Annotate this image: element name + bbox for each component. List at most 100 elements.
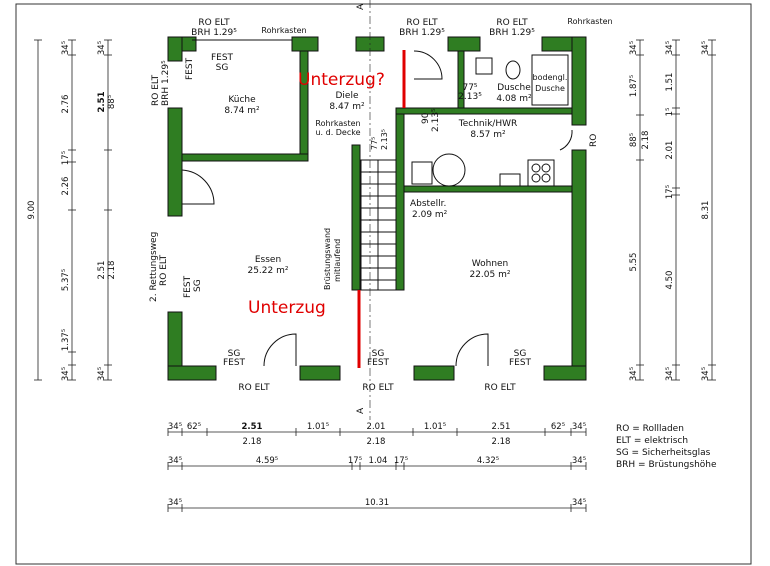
svg-text:34⁵: 34⁵ xyxy=(97,367,107,381)
section-mark-top: A xyxy=(356,3,366,10)
window-bot1-sg: SG xyxy=(228,349,241,359)
svg-text:62⁵: 62⁵ xyxy=(551,422,565,432)
svg-text:34⁵: 34⁵ xyxy=(572,422,586,432)
svg-text:2.01: 2.01 xyxy=(367,422,386,432)
dim-77-top: 77⁵ xyxy=(462,83,477,93)
svg-text:34⁵: 34⁵ xyxy=(572,498,586,508)
dim-left-col2: 34⁵ 2.76 17⁵ 2.26 5.37⁵ 1.37⁵ 34⁵ xyxy=(61,41,71,381)
room-wohnen-area: 22.05 m² xyxy=(469,270,510,280)
svg-text:1.87⁵: 1.87⁵ xyxy=(629,75,639,97)
svg-text:34⁵: 34⁵ xyxy=(61,367,71,381)
svg-text:34⁵: 34⁵ xyxy=(168,422,182,432)
window-bot3-type: RO ELT xyxy=(484,383,516,393)
svg-text:1⁵: 1⁵ xyxy=(665,108,675,117)
legend-item: RO = Rollladen xyxy=(616,424,684,434)
svg-text:2.51: 2.51 xyxy=(97,91,107,112)
svg-text:2.51: 2.51 xyxy=(242,422,263,432)
unterzug-label: Unterzug xyxy=(248,298,326,318)
dim-bottom-row3: 34⁵ 10.31 34⁵ xyxy=(168,498,586,508)
rettungsweg-label: 2. Rettungsweg xyxy=(149,232,159,302)
mitlaufend-label: mitlaufend xyxy=(333,239,342,282)
window-bot3-sg: SG xyxy=(514,349,527,359)
legend-item: ELT = elektrisch xyxy=(616,436,688,446)
room-technik-area: 8.57 m² xyxy=(470,130,506,140)
svg-text:4.50: 4.50 xyxy=(665,271,675,290)
window-top2-brh: BRH 1.29⁵ xyxy=(399,28,445,38)
window-bot2-sg: SG xyxy=(372,349,385,359)
bruestungswand-label: Brüstungswand xyxy=(323,228,332,290)
svg-text:34⁵: 34⁵ xyxy=(701,367,711,381)
window-top3-brh: BRH 1.29⁵ xyxy=(489,28,535,38)
rohrkasten-right-label: Rohrkasten xyxy=(567,17,612,26)
window-fest3-label: FEST xyxy=(183,275,193,298)
window-top2-type: RO ELT xyxy=(406,18,438,28)
walls xyxy=(167,36,587,381)
window-left2-type: RO ELT xyxy=(159,254,169,286)
room-abstellr-name: Abstellr. xyxy=(410,199,446,209)
window-top1-type: RO ELT xyxy=(198,18,230,28)
legend-item: BRH = Brüstungshöhe xyxy=(616,460,717,470)
window-bot1-type: RO ELT xyxy=(238,383,270,393)
svg-text:62⁵: 62⁵ xyxy=(187,422,201,432)
svg-text:2.76: 2.76 xyxy=(61,95,71,114)
svg-text:5.37⁵: 5.37⁵ xyxy=(61,269,71,291)
dim-right-col3: 34⁵ 8.31 34⁵ xyxy=(701,41,711,381)
svg-text:34⁵: 34⁵ xyxy=(701,41,711,55)
svg-text:34⁵: 34⁵ xyxy=(629,41,639,55)
svg-text:10.31: 10.31 xyxy=(365,498,389,508)
room-essen-area: 25.22 m² xyxy=(247,266,288,276)
svg-text:34⁵: 34⁵ xyxy=(168,498,182,508)
svg-text:2.01: 2.01 xyxy=(665,141,675,160)
room-essen-name: Essen xyxy=(255,255,281,265)
dim-bottom-row2: 34⁵ 4.59⁵ 17⁵ 1.04 17⁵ 4.32⁵ 34⁵ xyxy=(168,456,586,466)
svg-text:88⁵: 88⁵ xyxy=(629,133,639,147)
room-dusche-name: Dusche xyxy=(497,83,531,93)
svg-text:8.31: 8.31 xyxy=(701,201,711,220)
svg-text:34⁵: 34⁵ xyxy=(168,456,182,466)
svg-text:34⁵: 34⁵ xyxy=(665,41,675,55)
rohrkasten-mid-label2: u. d. Decke xyxy=(315,128,360,137)
window-fest1-sg: SG xyxy=(216,63,229,73)
svg-text:5.55: 5.55 xyxy=(629,253,639,272)
svg-text:34⁵: 34⁵ xyxy=(61,41,71,55)
window-bot2-type: RO ELT xyxy=(362,383,394,393)
svg-text:88⁵: 88⁵ xyxy=(107,95,117,109)
svg-text:2.26: 2.26 xyxy=(61,177,71,196)
window-bot3-fest: FEST xyxy=(509,358,532,368)
ro-right-label: RO xyxy=(589,134,599,147)
svg-text:4.32⁵: 4.32⁵ xyxy=(477,456,499,466)
svg-text:17⁵: 17⁵ xyxy=(665,185,675,199)
dim-right-col2: 34⁵ 1.51 1⁵ 2.01 17⁵ 4.50 34⁵ xyxy=(665,41,675,381)
svg-text:34⁵: 34⁵ xyxy=(97,41,107,55)
room-dusche-area: 4.08 m² xyxy=(496,94,532,104)
room-kueche-name: Küche xyxy=(228,95,256,105)
window-bot2-fest: FEST xyxy=(367,358,390,368)
dim-right-col1: 34⁵ 1.87⁵ 88⁵ 2.18 5.55 34⁵ xyxy=(629,41,651,381)
window-left1-type: RO ELT xyxy=(151,74,161,106)
rohrkasten-top-label: Rohrkasten xyxy=(261,26,306,35)
page-frame xyxy=(15,3,752,565)
window-fest2-label: FEST xyxy=(185,57,195,80)
room-wohnen-name: Wohnen xyxy=(472,259,509,269)
svg-text:1.01⁵: 1.01⁵ xyxy=(424,422,446,432)
dimension-lines xyxy=(34,39,716,512)
section-mark-bottom: A xyxy=(356,407,366,414)
dim-213-top: 2.13⁵ xyxy=(458,92,482,102)
dim-213-stair: 2.13⁵ xyxy=(380,129,389,150)
svg-text:2.18: 2.18 xyxy=(107,261,117,280)
window-left1-brh: BRH 1.29⁵ xyxy=(161,60,171,106)
bodengleich-label: bodengl. xyxy=(533,73,568,82)
room-diele-area: 8.47 m² xyxy=(329,102,365,112)
svg-text:4.59⁵: 4.59⁵ xyxy=(256,456,278,466)
dim-213-mid: 2.13⁵ xyxy=(431,108,441,132)
svg-text:2.18: 2.18 xyxy=(641,131,651,150)
svg-text:17⁵: 17⁵ xyxy=(348,456,362,466)
room-diele-name: Diele xyxy=(335,91,358,101)
room-abstellr-area: 2.09 m² xyxy=(412,210,448,220)
svg-text:2.18: 2.18 xyxy=(367,437,386,447)
svg-text:1.04: 1.04 xyxy=(369,456,388,466)
unterzug-question-label: Unterzug? xyxy=(298,70,385,90)
window-bot1-fest: FEST xyxy=(223,358,246,368)
dim-left-outer: 9.00 xyxy=(27,201,37,220)
